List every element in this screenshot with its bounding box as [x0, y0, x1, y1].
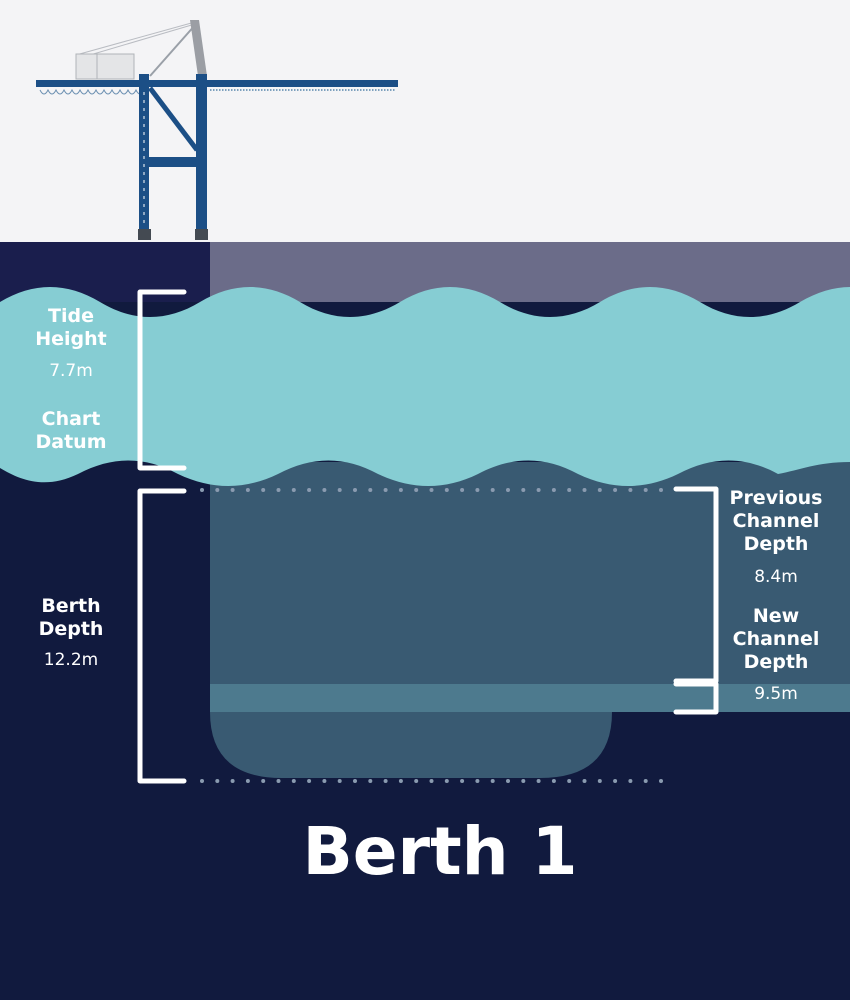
dotted-line-dot — [245, 779, 250, 783]
dotted-line-dot — [429, 779, 434, 783]
previous-depth-dotted-line — [200, 488, 663, 492]
dotted-line-dot — [643, 779, 648, 783]
dotted-line-dot — [353, 488, 357, 492]
dotted-line-dot — [337, 488, 342, 492]
dotted-line-dot — [628, 779, 633, 783]
dotted-line-dot — [506, 779, 510, 783]
dredged-band — [210, 684, 850, 712]
tide-band — [0, 287, 850, 486]
dotted-line-dot — [200, 779, 204, 783]
dotted-line-dot — [613, 779, 618, 783]
dotted-line-dot — [567, 488, 572, 492]
dotted-line-dot — [613, 488, 618, 492]
dotted-line-dot — [276, 488, 281, 492]
dotted-line-dot — [337, 779, 342, 783]
dotted-line-dot — [230, 488, 235, 492]
dotted-line-dot — [444, 779, 449, 783]
dotted-line-dot — [322, 779, 327, 783]
dotted-line-dot — [230, 779, 235, 783]
berth-depth-value: 12.2m — [43, 650, 99, 670]
dotted-line-dot — [582, 779, 587, 783]
dotted-line-dot — [475, 779, 480, 783]
dotted-line-dot — [398, 779, 403, 783]
dotted-line-dot — [643, 488, 648, 492]
previous-channel-zone — [210, 462, 850, 712]
dotted-line-dot — [597, 779, 602, 783]
dotted-line-dot — [383, 779, 388, 783]
dotted-line-dot — [475, 488, 480, 492]
previous-channel-depth-label: Previous Channel Depth — [729, 487, 823, 555]
berth-depth-bracket — [137, 488, 187, 784]
chart-datum-label: Chart Datum — [35, 408, 107, 453]
dotted-line-dot — [444, 488, 449, 492]
tide-height-label: Tide Height — [35, 305, 107, 350]
dotted-line-dot — [276, 779, 281, 783]
dotted-line-dot — [506, 488, 510, 492]
dotted-line-dot — [551, 488, 556, 492]
berth-depth-label: Berth Depth — [38, 595, 104, 640]
dotted-line-dot — [521, 779, 526, 783]
dotted-line-dot — [368, 488, 373, 492]
dotted-line-dot — [597, 488, 602, 492]
dotted-line-dot — [536, 488, 541, 492]
tide-height-bracket — [137, 289, 187, 471]
tide-height-value: 7.7m — [49, 361, 93, 381]
water-above-tide — [210, 242, 850, 302]
new-channel-depth-value: 9.5m — [754, 684, 798, 704]
sky-background — [0, 0, 850, 242]
dotted-line-dot — [368, 779, 373, 783]
berth-depth-dotted-line — [200, 779, 663, 783]
gantry-crane-illustration — [36, 20, 398, 240]
previous-channel-depth-value: 8.4m — [754, 567, 798, 587]
dotted-line-dot — [414, 779, 419, 783]
dotted-line-dot — [460, 488, 465, 492]
dotted-line-dot — [659, 488, 663, 492]
dotted-line-dot — [261, 488, 266, 492]
new-channel-bracket — [673, 681, 719, 715]
dotted-line-dot — [521, 488, 526, 492]
berth-title: Berth 1 — [302, 813, 578, 890]
dotted-line-dot — [383, 488, 388, 492]
dotted-line-dot — [291, 488, 296, 492]
dotted-line-dot — [429, 488, 434, 492]
berth-pocket — [210, 712, 612, 778]
dotted-line-dot — [460, 779, 465, 783]
new-channel-depth-label: New Channel Depth — [732, 605, 820, 673]
dotted-line-dot — [261, 779, 266, 783]
dotted-line-dot — [659, 779, 663, 783]
dotted-line-dot — [200, 488, 204, 492]
previous-channel-bracket — [673, 486, 719, 684]
dotted-line-dot — [536, 779, 541, 783]
dotted-line-dot — [551, 779, 556, 783]
dotted-line-dot — [215, 488, 220, 492]
dotted-line-dot — [490, 779, 495, 783]
dotted-line-dot — [245, 488, 250, 492]
dotted-line-dot — [307, 488, 312, 492]
dotted-line-dot — [353, 779, 357, 783]
dotted-line-dot — [567, 779, 572, 783]
dotted-line-dot — [628, 488, 633, 492]
dotted-line-dot — [490, 488, 495, 492]
dotted-line-dot — [291, 779, 296, 783]
dotted-line-dot — [398, 488, 403, 492]
dotted-line-dot — [414, 488, 419, 492]
dotted-line-dot — [215, 779, 220, 783]
dotted-line-dot — [322, 488, 327, 492]
dotted-line-dot — [582, 488, 587, 492]
dotted-line-dot — [307, 779, 312, 783]
